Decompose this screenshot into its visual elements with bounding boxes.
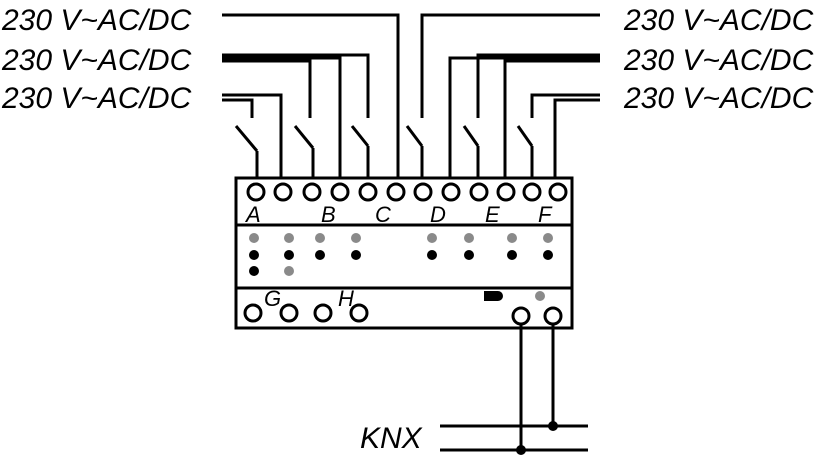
terminal	[413, 182, 433, 202]
supply-wires-right	[420, 13, 600, 178]
terminal	[386, 182, 406, 202]
led-indicator	[351, 250, 361, 260]
bottom-terminal-row	[243, 303, 563, 326]
supply-label-left-3: 230 V~AC/DC	[1, 82, 192, 115]
supply-label-left-2: 230 V~AC/DC	[1, 44, 192, 77]
terminal	[522, 182, 542, 202]
supply-label-right-3: 230 V~AC/DC	[623, 82, 814, 115]
status-led-panel	[249, 233, 553, 301]
led-indicator	[507, 233, 517, 243]
programming-button-cap	[498, 291, 503, 301]
terminal	[330, 182, 350, 202]
knx-terminal-2	[543, 306, 563, 326]
supply-label-right-1: 230 V~AC/DC	[623, 4, 814, 37]
led-indicator	[543, 233, 553, 243]
channel-label-d: D	[430, 202, 446, 227]
knx-bus	[440, 324, 588, 455]
channel-label-a: A	[244, 202, 261, 227]
led-indicator	[315, 233, 325, 243]
terminal	[349, 303, 369, 323]
led-indicator	[427, 233, 437, 243]
supply-wires-left	[222, 13, 400, 178]
led-indicator	[284, 250, 294, 260]
bus-junction-dot	[548, 421, 558, 431]
led-indicator	[249, 250, 259, 260]
terminal	[279, 303, 299, 323]
channel-label-f: F	[538, 202, 553, 227]
led-indicator	[284, 233, 294, 243]
terminal-label-h: H	[338, 286, 354, 311]
top-terminal-row	[246, 182, 568, 202]
led-indicator	[249, 233, 259, 243]
led-indicator	[464, 233, 474, 243]
terminal	[246, 182, 266, 202]
led-indicator	[543, 250, 553, 260]
led-indicator	[351, 233, 361, 243]
led-indicator	[464, 250, 474, 260]
terminal	[469, 182, 489, 202]
terminal	[302, 182, 322, 202]
channel-label-e: E	[485, 202, 500, 227]
terminal	[548, 182, 568, 202]
relay-contacts	[234, 125, 534, 178]
supply-label-right-2: 230 V~AC/DC	[623, 44, 814, 77]
led-indicator	[427, 250, 437, 260]
led-indicator	[284, 266, 294, 276]
terminal	[441, 182, 461, 202]
terminal	[273, 182, 293, 202]
channel-label-b: B	[321, 202, 336, 227]
terminal	[496, 182, 516, 202]
terminal	[358, 182, 378, 202]
terminal-label-g: G	[264, 286, 281, 311]
programming-button[interactable]	[484, 291, 498, 301]
led-indicator	[507, 250, 517, 260]
terminal	[243, 303, 263, 323]
programming-led	[535, 291, 545, 301]
knx-terminal-1	[511, 306, 531, 326]
bus-junction-dot	[516, 445, 526, 455]
channel-label-c: C	[375, 202, 391, 227]
knx-bus-label: KNX	[360, 422, 423, 455]
supply-label-left-1: 230 V~AC/DC	[1, 4, 192, 37]
led-indicator	[249, 266, 259, 276]
led-indicator	[315, 250, 325, 260]
terminal	[313, 303, 333, 323]
